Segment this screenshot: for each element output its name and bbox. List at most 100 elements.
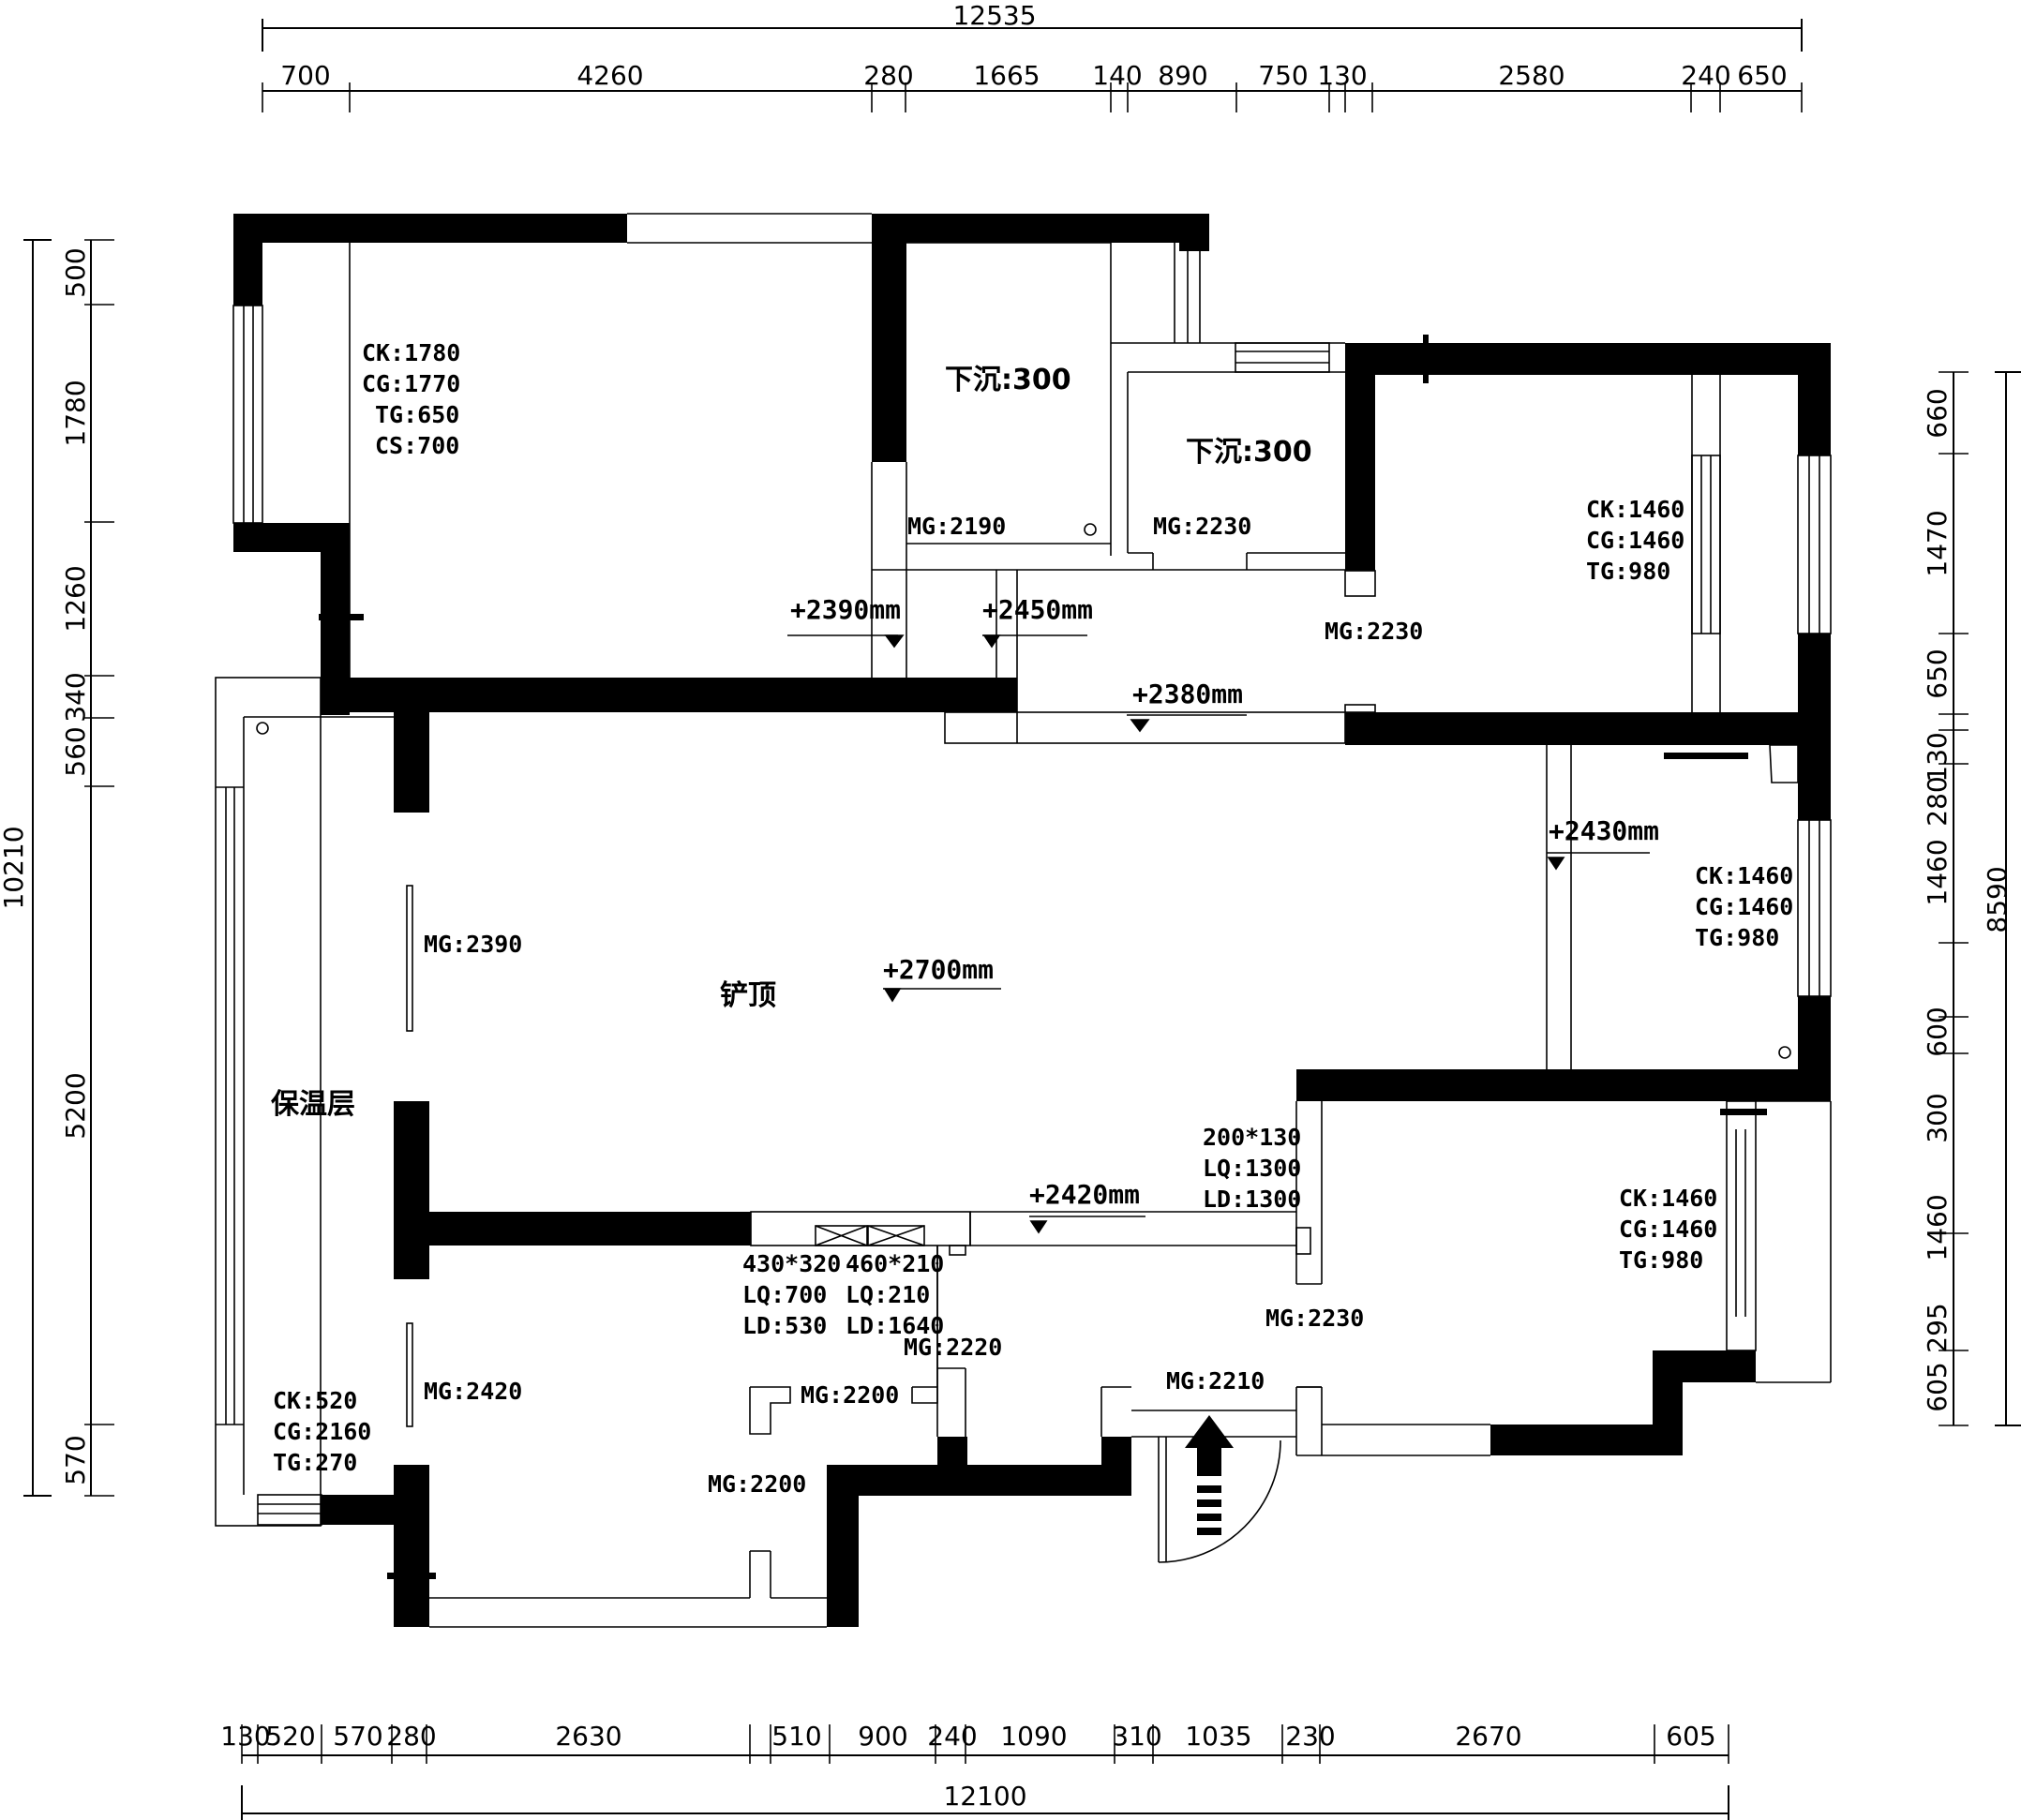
door-marker [387,1573,436,1579]
door-2220: MG:2220 [904,1334,1002,1361]
hole2-ld: LD:1640 [846,1312,944,1339]
dim-left-4: 340 [60,672,91,722]
dimension-top: 12535 700 4260 280 1665 140 890 750 130 … [262,0,1803,112]
dim-right-7: 600 [1922,1007,1953,1056]
bath2-sink: 下沉:300 [1186,436,1312,469]
ac-unit [1664,753,1748,759]
dim-bot-3: 570 [333,1721,382,1752]
door-2200b: MG:2200 [708,1470,806,1498]
dim-top-7: 750 [1258,60,1308,91]
level-2420: +2420mm [1029,1179,1140,1210]
dim-left-2: 1780 [60,380,91,446]
dim-right-2: 1470 [1922,510,1953,576]
dim-bot-14: 605 [1666,1721,1715,1752]
hole2-lq: LQ:210 [846,1281,930,1308]
drain-icon [1778,1046,1791,1059]
hole1-ld: LD:530 [742,1312,827,1339]
dim-left-total: 10210 [0,826,29,909]
entry-door: MG:2210 [1166,1367,1265,1395]
dim-top-2: 4260 [576,60,643,91]
dim-top-6: 890 [1158,60,1207,91]
vent-ld: LD:1300 [1203,1186,1301,1213]
hole1-lq: LQ:700 [742,1281,827,1308]
dim-top-4: 1665 [973,60,1040,91]
se-door: MG:2230 [1265,1305,1364,1332]
ne-window-ck: CK:1460 [1586,496,1684,523]
bath2-door: MG:2230 [1153,513,1251,540]
sw-window-tg: TG:270 [273,1449,357,1476]
window-sill-marker [319,614,364,620]
bath1-sink: 下沉:300 [945,364,1071,396]
dim-left-1: 500 [60,247,91,297]
bath1-door: MG:2190 [907,513,1006,540]
elevation-markers [787,634,1650,1234]
master-cg: CG:1770 [362,370,460,397]
dim-bot-5: 2630 [555,1721,621,1752]
dim-bot-11: 1035 [1185,1721,1251,1752]
drain-icon [1084,523,1097,536]
dimension-right: 660 1470 650 130 280 1460 600 300 1460 2… [1922,371,2021,1426]
master-cs: CS:700 [375,432,459,459]
wall-marker [1423,335,1429,383]
dim-right-3: 650 [1922,649,1953,698]
level-2390: +2390mm [790,594,901,625]
living-door: MG:2390 [424,931,522,958]
dim-right-4: 130 [1922,732,1953,782]
dim-top-9: 2580 [1498,60,1564,91]
dim-top-10: 240 [1681,60,1730,91]
dim-top-1: 700 [280,60,330,91]
dim-bot-13: 2670 [1455,1721,1521,1752]
dim-right-10: 295 [1922,1303,1953,1352]
dim-left-3: 1260 [60,565,91,632]
dim-top-11: 650 [1737,60,1787,91]
entry-arrow-icon [1158,1415,1281,1563]
dim-bot-9: 1090 [1000,1721,1067,1752]
dim-bot-10: 310 [1112,1721,1161,1752]
dim-bot-1: 130 [220,1721,270,1752]
dim-right-11: 605 [1922,1362,1953,1411]
master-ck: CK:1780 [362,339,460,366]
ne-window-tg: TG:980 [1586,558,1670,585]
se-window-ck: CK:1460 [1619,1185,1717,1212]
level-2700: +2700mm [883,954,994,985]
hole2-size: 460*210 [846,1250,944,1277]
ne-door: MG:2230 [1325,618,1423,645]
dim-right-1: 660 [1922,388,1953,438]
dim-right-9: 1460 [1922,1194,1953,1261]
dim-top-8: 130 [1317,60,1367,91]
thin-lines [215,213,1832,1628]
vent-lq: LQ:1300 [1203,1155,1301,1182]
dim-top-5: 140 [1092,60,1142,91]
dim-right-total: 8590 [1982,866,2013,932]
level-2450: +2450mm [982,594,1093,625]
dim-bot-total: 12100 [943,1781,1026,1812]
labels: CK:1780 CG:1770 TG:650 CS:700 下沉:300 下沉:… [271,339,1793,1498]
dim-left-6: 5200 [60,1072,91,1139]
se-window-tg: TG:980 [1619,1246,1703,1274]
vent-size: 200*130 [1203,1124,1301,1151]
dim-bot-7: 900 [858,1721,907,1752]
dimension-bottom: 130 520 570 280 2630 510 900 240 1090 31… [220,1721,1729,1820]
walls [233,214,1831,1627]
dim-top-3: 280 [863,60,913,91]
hole1-size: 430*320 [742,1250,841,1277]
ceiling-label: 铲顶 [720,979,776,1012]
master-tg: TG:650 [375,401,459,428]
se-window-cg: CG:1460 [1619,1216,1717,1243]
level-2380: +2380mm [1132,679,1243,709]
drain-icon [256,722,269,735]
dim-bot-2: 520 [265,1721,315,1752]
sw-window-cg: CG:2160 [273,1418,371,1445]
fixtures [256,335,1791,1579]
dim-left-5: 560 [60,726,91,776]
sw-window-ck: CK:520 [273,1387,357,1414]
dim-bot-6: 510 [771,1721,821,1752]
dimension-left: 10210 500 1780 1260 340 560 5200 570 [0,239,114,1497]
dim-bot-8: 240 [927,1721,977,1752]
dim-bot-4: 280 [386,1721,436,1752]
east-window-ck: CK:1460 [1695,862,1793,889]
dim-right-8: 300 [1922,1093,1953,1142]
door-2200a: MG:2200 [801,1381,899,1409]
dim-top-total: 12535 [952,0,1036,31]
